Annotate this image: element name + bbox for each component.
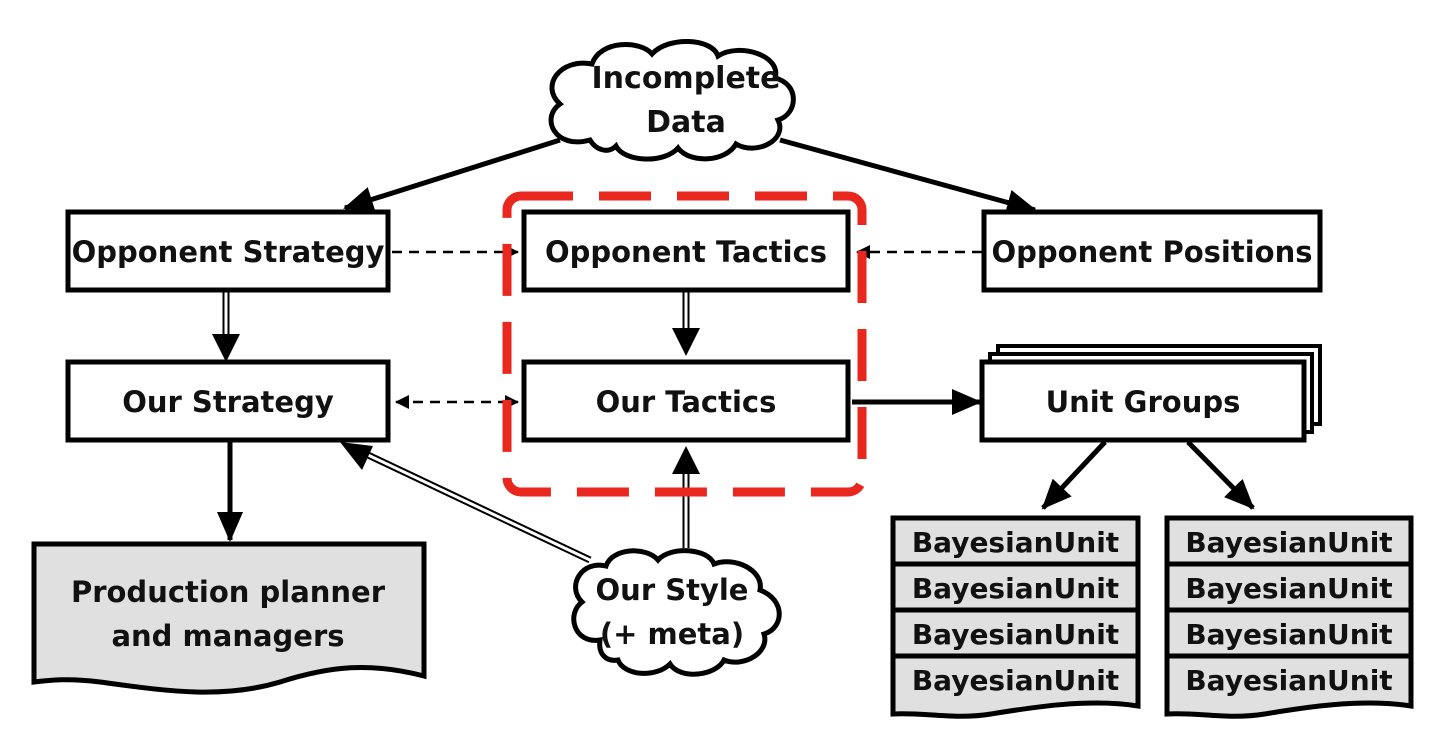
document-production-line2: and managers [111,619,344,653]
bayesian-unit-label: BayesianUnit [912,572,1119,605]
bayesian-unit-stack-left: BayesianUnitBayesianUnitBayesianUnitBaye… [890,515,1141,719]
document-production-planner: Production planner and managers [31,541,427,695]
edge-unit-groups-to-right-stack [1186,440,1255,510]
edge-our-style-to-our-strategy [340,442,593,564]
box-unit-groups: Unit Groups [979,344,1322,443]
bayesian-unit-label: BayesianUnit [1185,526,1392,559]
box-opponent-tactics-label: Opponent Tactics [545,235,827,269]
bayesian-unit-label: BayesianUnit [1185,618,1392,651]
box-opponent-tactics: Opponent Tactics [521,209,851,293]
edge-our-style-to-our-tactics [672,446,700,550]
bayesian-unit-label: BayesianUnit [912,526,1119,559]
cloud-our-style-line2: (+ meta) [600,617,744,651]
cloud-incomplete-data-line1: Incomplete [592,61,781,96]
box-our-tactics: Our Tactics [521,359,851,443]
box-our-tactics-label: Our Tactics [596,385,777,419]
document-production-line1: Production planner [71,575,386,609]
bayesian-unit-label: BayesianUnit [1185,664,1392,697]
cloud-our-style-line1: Our Style [596,573,749,607]
box-opponent-positions-label: Opponent Positions [991,235,1312,269]
bayesian-unit-label: BayesianUnit [1185,572,1392,605]
bayesian-unit-label: BayesianUnit [912,618,1119,651]
cloud-incomplete-data-line2: Data [646,105,726,140]
box-opponent-positions: Opponent Positions [981,209,1323,293]
edge-unit-groups-to-left-stack [1041,440,1107,510]
cloud-incomplete-data: Incomplete Data [548,39,796,162]
box-our-strategy-label: Our Strategy [122,385,334,419]
box-unit-groups-label: Unit Groups [1046,385,1241,419]
cloud-our-style: Our Style (+ meta) [571,548,782,677]
bayesian-unit-label: BayesianUnit [912,664,1119,697]
edge-opp-tactics-to-our-tactics [672,288,700,356]
box-opponent-strategy: Opponent Strategy [65,209,391,293]
box-opponent-strategy-label: Opponent Strategy [72,235,385,269]
tactics-highlight-region [502,191,867,497]
edge-data-to-opp-strategy [343,137,561,212]
bayesian-unit-stack-right: BayesianUnitBayesianUnitBayesianUnitBaye… [1164,515,1414,719]
edge-data-to-opp-positions [779,137,1037,216]
bayesian-unit-stack-frame [1164,515,1414,719]
box-our-strategy: Our Strategy [65,359,391,443]
bayesian-unit-stack-frame [890,515,1141,719]
edge-opp-strategy-to-our-strategy [212,288,240,362]
